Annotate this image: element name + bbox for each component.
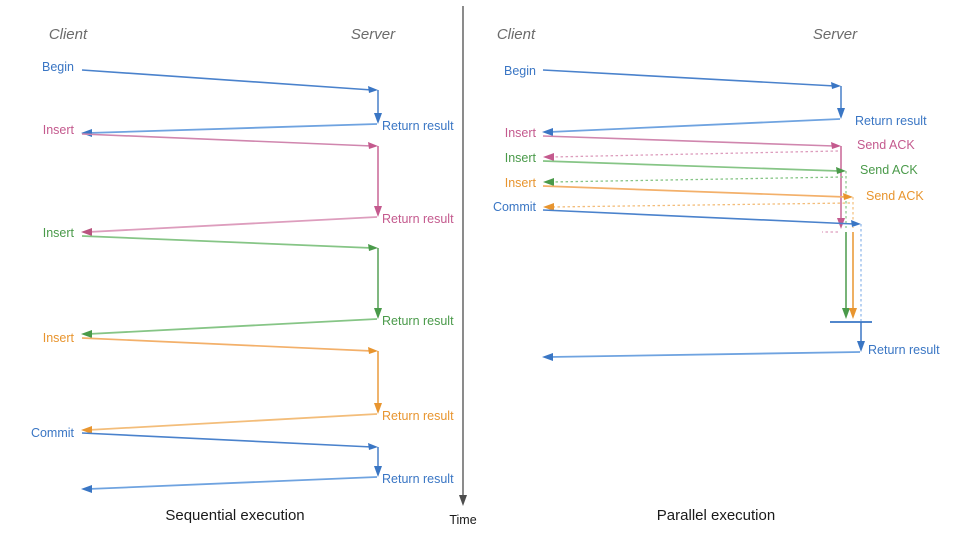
client-lane-header-sequential: Client: [49, 26, 88, 43]
message-label-insert-3-sequential: Insert: [43, 331, 75, 345]
ack-arrowhead-insert-3-parallel: [543, 203, 554, 211]
request-arrowhead-insert-3-parallel: [843, 193, 853, 200]
request-arrowhead-insert-1-parallel: [831, 142, 841, 149]
message-label-return-4-sequential: Return result: [382, 409, 454, 423]
server-hold-arrowhead-begin-parallel: [837, 108, 845, 119]
reply-line-insert-3: [87, 413, 378, 431]
transaction-commit-sequential: [81, 432, 382, 493]
request-arrowhead-insert-2-parallel: [836, 167, 846, 174]
server-lane-header-parallel: Server: [813, 26, 858, 43]
request-line-insert-1-parallel: [542, 135, 835, 147]
message-label-insert-1-parallel: Insert: [505, 126, 537, 140]
message-label-ack-1-parallel: Send ACK: [857, 138, 915, 152]
server-hold-arrowhead-insert-2: [374, 308, 382, 319]
server-hold-arrowhead-insert-3: [374, 403, 382, 414]
flow-begin-parallel: [542, 69, 845, 136]
request-line-insert-3: [81, 337, 373, 352]
request-arrowhead-commit-parallel: [851, 220, 861, 227]
ack-arrowhead-insert-2-parallel: [543, 178, 554, 186]
commit-finalize-arrowhead-parallel: [857, 341, 865, 352]
server-hold-arrowhead-insert-3-parallel: [849, 308, 857, 319]
request-line-insert-1: [81, 133, 373, 147]
panel-caption-parallel: Parallel execution: [657, 507, 775, 524]
request-arrowhead-begin-parallel: [831, 82, 841, 89]
flow-insert-3-parallel: [542, 185, 857, 319]
reply-arrowhead-commit-parallel: [542, 353, 553, 361]
message-label-insert-2-sequential: Insert: [43, 226, 75, 240]
request-arrowhead-insert-3: [368, 347, 378, 354]
reply-arrowhead-begin-parallel: [542, 128, 553, 136]
ack-arrowhead-insert-1-parallel: [543, 153, 554, 161]
transaction-insert-2-sequential: [81, 235, 382, 338]
message-label-commit-parallel: Commit: [493, 200, 537, 214]
transaction-insert-1-sequential: [81, 133, 382, 236]
message-label-begin-sequential: Begin: [42, 60, 74, 74]
request-arrowhead-insert-1: [368, 142, 378, 149]
message-label-commit-sequential: Commit: [31, 426, 75, 440]
client-lane-header-parallel: Client: [497, 26, 536, 43]
request-line-insert-3-parallel: [542, 185, 847, 198]
message-label-return-3-sequential: Return result: [382, 314, 454, 328]
flow-insert-1-parallel: [542, 135, 845, 233]
request-arrowhead-commit: [368, 443, 378, 450]
request-line-commit: [81, 432, 373, 448]
message-label-insert-2-parallel: Insert: [505, 151, 537, 165]
request-line-insert-2: [81, 235, 373, 249]
message-label-return-2-parallel: Return result: [868, 343, 940, 357]
reply-arrowhead-insert-1: [81, 228, 92, 236]
message-label-return-1-parallel: Return result: [855, 114, 927, 128]
request-line-begin-parallel: [542, 69, 836, 87]
transaction-insert-3-sequential: [81, 337, 382, 434]
message-label-return-2-sequential: Return result: [382, 212, 454, 226]
reply-line-commit-parallel: [548, 351, 861, 358]
reply-line-insert-1: [87, 216, 378, 233]
request-arrowhead-insert-2: [368, 244, 378, 251]
time-axis-arrowhead: [459, 495, 467, 506]
server-hold-arrowhead-insert-1: [374, 206, 382, 217]
ack-dotted-line-insert-1-parallel: [550, 150, 839, 158]
message-label-begin-parallel: Begin: [504, 64, 536, 78]
ack-dotted-line-insert-3-parallel: [550, 202, 851, 208]
time-axis-label: Time: [449, 513, 476, 527]
reply-line-begin: [87, 123, 378, 134]
time-axis: Time: [449, 6, 477, 527]
transaction-begin-sequential: [81, 69, 382, 137]
server-lane-header-sequential: Server: [351, 26, 396, 43]
server-hold-arrowhead-commit: [374, 466, 382, 477]
request-line-insert-2-parallel: [542, 160, 840, 172]
flow-commit-parallel: [542, 209, 872, 361]
message-label-return-1-sequential: Return result: [382, 119, 454, 133]
server-hold-arrowhead-begin: [374, 113, 382, 124]
reply-line-insert-2: [87, 318, 378, 335]
message-label-ack-3-parallel: Send ACK: [866, 189, 924, 203]
message-label-insert-1-sequential: Insert: [43, 123, 75, 137]
ack-dotted-line-insert-2-parallel: [550, 176, 844, 183]
request-line-commit-parallel: [542, 209, 855, 225]
message-label-ack-2-parallel: Send ACK: [860, 163, 918, 177]
server-hold-arrowhead-insert-2-parallel: [842, 308, 850, 319]
panel-parallel: Client Server: [493, 26, 940, 524]
reply-arrowhead-insert-2: [81, 330, 92, 338]
reply-arrowhead-commit: [81, 485, 92, 493]
flow-insert-2-parallel: [542, 160, 850, 319]
reply-line-commit: [87, 476, 378, 490]
message-label-return-5-sequential: Return result: [382, 472, 454, 486]
reply-line-begin-parallel: [548, 118, 841, 133]
panel-caption-sequential: Sequential execution: [165, 507, 304, 524]
request-arrowhead-begin: [368, 86, 378, 93]
request-line-begin: [81, 69, 373, 91]
reply-arrowhead-begin: [81, 129, 92, 137]
reply-arrowhead-insert-3: [81, 426, 92, 434]
message-label-insert-3-parallel: Insert: [505, 176, 537, 190]
panel-sequential: Client Server: [31, 26, 454, 524]
